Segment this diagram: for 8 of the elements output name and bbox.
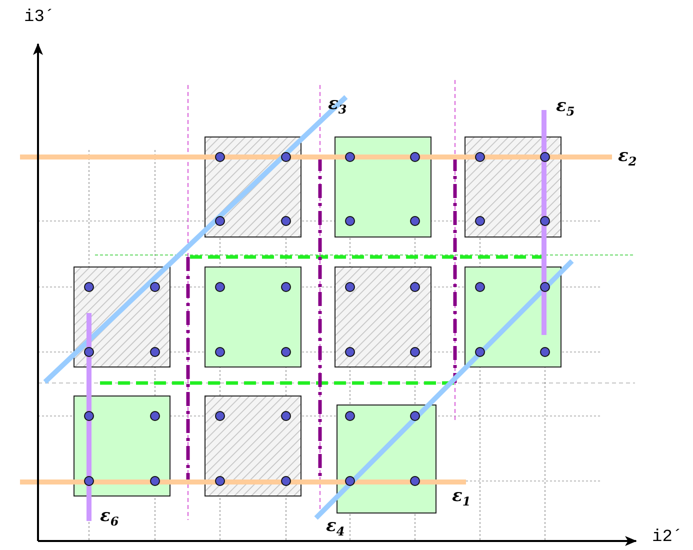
axis-label: i3´ <box>24 8 55 27</box>
line-label: ε$_{1}$ <box>452 486 471 508</box>
line-label: ε$_{2}$ <box>618 146 637 168</box>
line-label: ε$_{4}$ <box>326 516 345 538</box>
line-label: ε$_{6}$ <box>100 506 119 528</box>
line-label: ε$_{3}$ <box>328 94 347 116</box>
axis-label: i2´ <box>652 528 683 547</box>
line-label: ε$_{5}$ <box>556 96 575 118</box>
